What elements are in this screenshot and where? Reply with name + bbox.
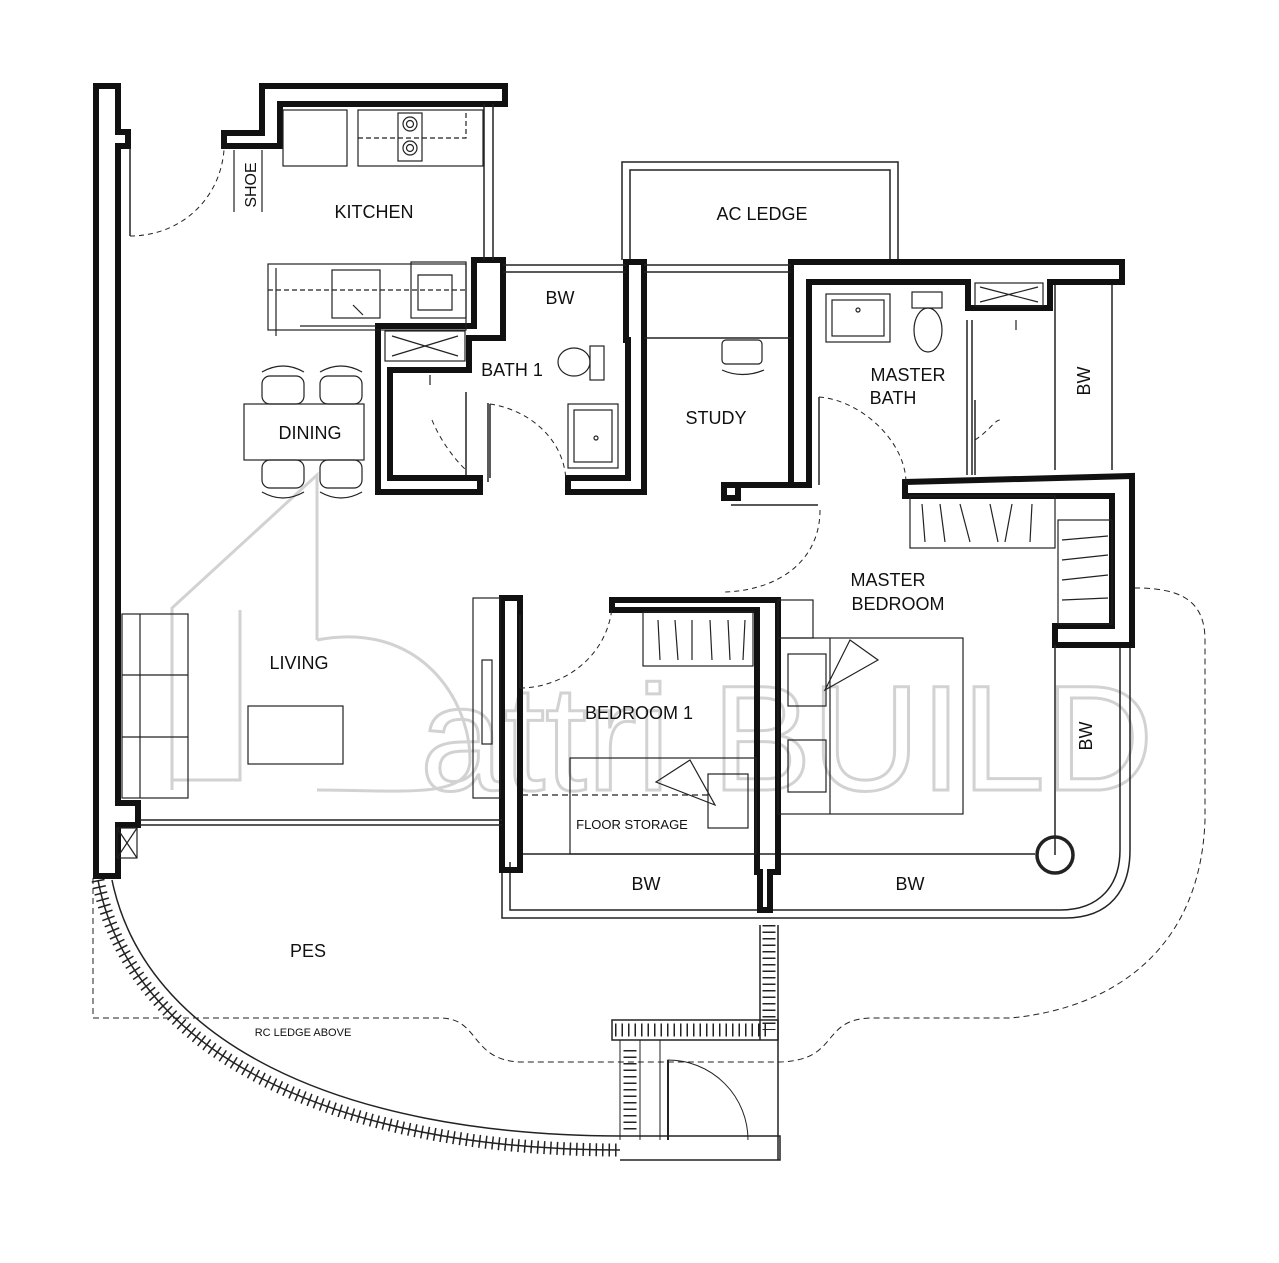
bath1-fixtures [384,330,619,469]
label-study: STUDY [685,408,746,428]
label-rc-ledge: RC LEDGE ABOVE [255,1027,352,1039]
rc-ledge-outline [92,587,1206,1063]
label-ac-ledge: AC LEDGE [716,204,807,224]
kitchen-fixtures [233,109,484,336]
label-master-bedroom-2: BEDROOM [851,594,944,614]
label-bw-master-bath: BW [1074,366,1094,395]
watermark-brand: attri BUILD [420,654,1154,822]
label-master-bath-1: MASTER [870,365,945,385]
master-bath-fixtures [825,282,1044,353]
label-floor-storage: FLOOR STORAGE [576,817,688,832]
label-living: LIVING [269,653,328,673]
label-shoe: SHOE [243,162,260,207]
bedroom1-furniture [472,597,757,855]
label-master-bedroom-1: MASTER [850,570,925,590]
label-dining: DINING [279,423,342,443]
label-kitchen: KITCHEN [334,202,413,222]
living-furniture [121,613,344,799]
label-pes: PES [290,941,326,961]
master-bedroom-furniture [777,495,1113,875]
pes-curved-railing [91,878,781,1161]
label-master-bath-2: BATH [870,388,917,408]
door-leaves [129,148,976,688]
label-bw-master-balcony: BW [896,874,925,894]
label-bw-bath1: BW [546,288,575,308]
study-chair [721,339,765,376]
label-bath1: BATH 1 [481,360,543,380]
room-labels: KITCHEN SHOE AC LEDGE BW BATH 1 STUDY MA… [243,162,1096,1039]
label-bedroom1: BEDROOM 1 [585,703,693,723]
door-swings [129,149,1001,689]
pes-gate-door [667,1059,749,1141]
watermark-logo: attri BUILD [170,471,1155,824]
dining-set [243,365,365,499]
watermark-house-icon [170,471,472,793]
pes-column [116,827,138,859]
interior-partitions [140,104,1113,855]
label-bw-master-bedroom: BW [1076,721,1096,750]
label-bw-bedroom1-balcony: BW [632,874,661,894]
ac-ledge-outline [621,161,899,260]
